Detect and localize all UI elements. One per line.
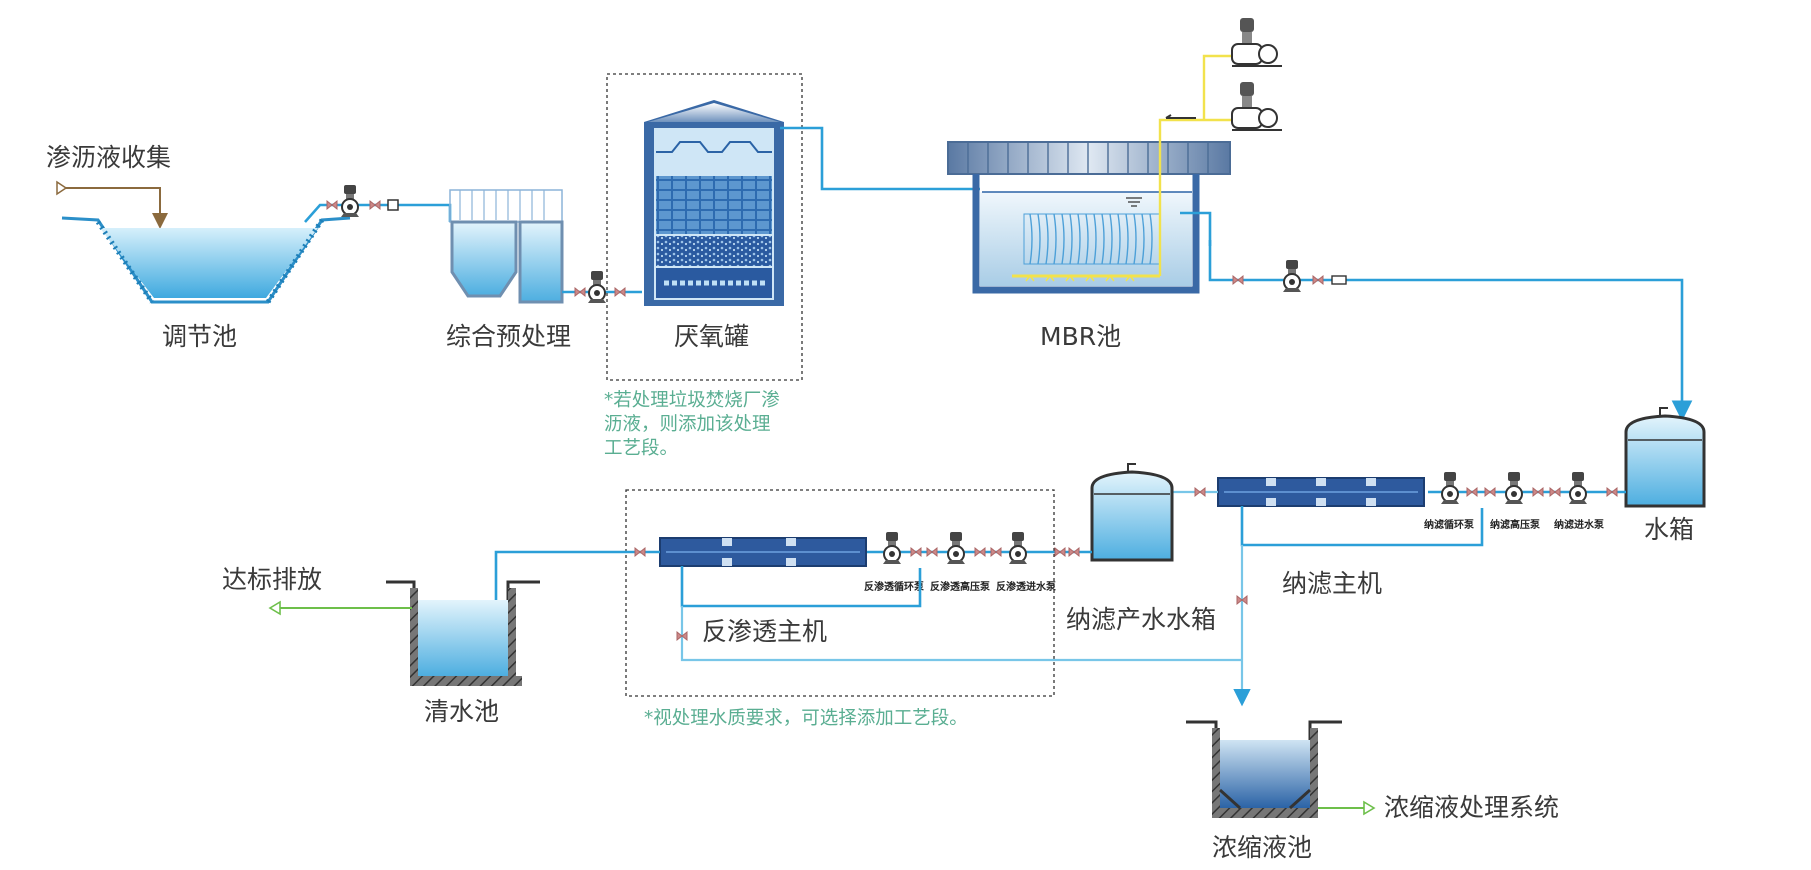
- valve-icon: [1532, 487, 1544, 497]
- valve-icon: [1232, 275, 1244, 285]
- concentrate-tank-label: 浓缩液池: [1212, 833, 1312, 862]
- valve-icon: [1549, 487, 1561, 497]
- anaerobic-note-line2: 沥液，则添加该处理: [604, 414, 771, 435]
- blower-1: [1231, 18, 1282, 67]
- valve-icon: [1068, 547, 1080, 557]
- pretreatment-label: 综合预处理: [446, 322, 571, 351]
- permeate-pump-icon: [1282, 259, 1302, 293]
- valve-icon: [1606, 487, 1618, 497]
- flowmeter-icon: [1331, 275, 1347, 285]
- ro-circulation-pump-icon: [882, 531, 902, 565]
- valve-icon: [1312, 275, 1324, 285]
- nf-feed-pump-icon: [1568, 471, 1588, 505]
- pipe-anaerobic-to-mbr: [780, 126, 980, 191]
- ro-optional-box: [625, 489, 1055, 697]
- ro-circulation-pump-label: 反渗透循环泵: [864, 580, 925, 593]
- valve-icon: [910, 547, 922, 557]
- ro-recirculation-line: [676, 566, 1242, 662]
- pump-icon: [587, 270, 607, 304]
- water-tank: [1624, 407, 1706, 508]
- nf-product-water-tank: [1090, 463, 1174, 562]
- mbr-tank: [947, 141, 1231, 294]
- membrane-module: [1023, 213, 1161, 265]
- nf-circulation-pump-label: 纳滤循环泵: [1424, 518, 1475, 531]
- anaerobic-tank-label: 厌氧罐: [674, 322, 749, 351]
- discharge-label: 达标排放: [222, 565, 322, 594]
- ro-high-pressure-pump-icon: [946, 531, 966, 565]
- pipe-ro-to-clear-tank: [494, 547, 660, 600]
- pipe-mbr-to-water-tank: [1180, 211, 1693, 422]
- discharge-line: [268, 600, 412, 616]
- anaerobic-note-line3: 工艺段。: [604, 438, 678, 459]
- blower-2: [1231, 82, 1282, 131]
- nf-recirculation-line: [1233, 506, 1484, 707]
- flowmeter-icon: [387, 199, 399, 211]
- leachate-inlet-line: [56, 180, 168, 229]
- valve-icon: [369, 200, 381, 210]
- nf-high-pressure-pump-icon: [1504, 471, 1524, 505]
- valve-icon: [926, 547, 938, 557]
- valve-icon: [1194, 487, 1206, 497]
- nf-high-pressure-pump-label: 纳滤高压泵: [1490, 518, 1541, 531]
- clear-water-tank: [386, 580, 540, 686]
- water-tank-label: 水箱: [1644, 515, 1694, 544]
- air-supply-line: [1158, 18, 1282, 276]
- leachate-collection-label: 渗沥液收集: [46, 143, 171, 172]
- valve-icon: [974, 547, 986, 557]
- pipe-regulating-to-pretreatment: [304, 184, 452, 223]
- pretreatment-unit: [449, 189, 564, 304]
- regulating-tank: [61, 216, 351, 304]
- nf-circulation-pump-icon: [1440, 471, 1460, 505]
- pipe-water-tank-to-nf: [1428, 471, 1626, 505]
- ro-note: *视处理水质要求，可选择添加工艺段。: [644, 708, 968, 729]
- ro-membrane-unit: [659, 537, 867, 567]
- concentrate-out-line: [1318, 800, 1376, 816]
- nf-feed-pump-label: 纳滤进水泵: [1554, 518, 1605, 531]
- valve-icon: [574, 287, 586, 297]
- anaerobic-tank: [644, 100, 784, 306]
- valve-icon: [1484, 487, 1496, 497]
- clear-water-tank-label: 清水池: [424, 697, 499, 726]
- nf-product-tank-label: 纳滤产水水箱: [1066, 605, 1216, 634]
- valve-icon: [634, 547, 646, 557]
- anaerobic-note-line1: *若处理垃圾焚烧厂渗: [604, 390, 780, 411]
- ro-feed-pump-icon: [1008, 531, 1028, 565]
- ro-high-pressure-pump-label: 反渗透高压泵: [930, 580, 991, 593]
- nf-membrane-unit: [1217, 477, 1425, 507]
- valve-icon: [1054, 547, 1066, 557]
- concentrate-system-label: 浓缩液处理系统: [1384, 793, 1559, 822]
- concentrate-tank: [1186, 720, 1342, 818]
- anaerobic-optional-box: [606, 73, 803, 381]
- ro-feed-pump-label: 反渗透进水泵: [996, 580, 1057, 593]
- valve-icon: [990, 547, 1002, 557]
- valve-icon: [614, 287, 626, 297]
- lift-pump-icon: [340, 184, 360, 218]
- ro-host-label: 反渗透主机: [702, 617, 827, 646]
- pipe-pretreatment-to-anaerobic: [562, 270, 642, 304]
- pipe-nf-to-product-tank: [1172, 487, 1218, 497]
- valve-icon: [1466, 487, 1478, 497]
- mbr-tank-label: MBR池: [1040, 322, 1121, 351]
- nf-host-label: 纳滤主机: [1282, 569, 1382, 598]
- regulating-tank-label: 调节池: [162, 322, 237, 351]
- valve-icon: [326, 200, 338, 210]
- pipe-product-tank-to-ro: [866, 531, 1092, 565]
